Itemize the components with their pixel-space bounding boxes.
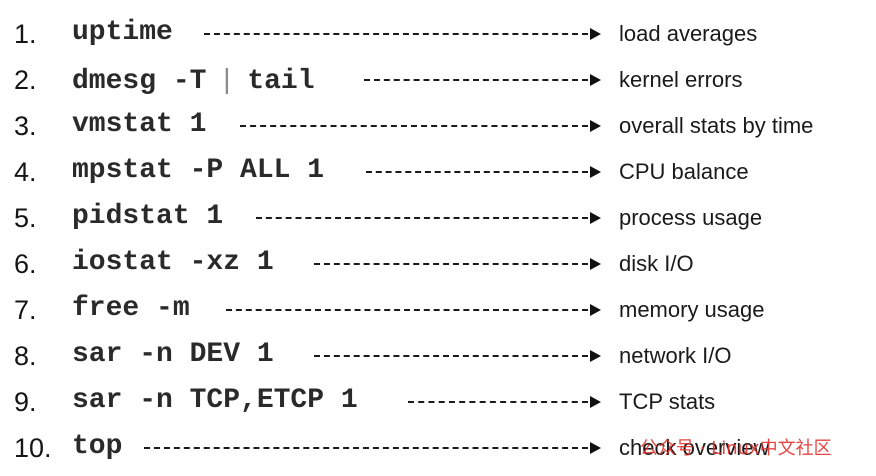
arrow-right-icon — [590, 304, 601, 316]
dashed-leader-line — [240, 125, 588, 127]
command-text: dmesg -T | tail — [72, 64, 315, 97]
command-text: free -m — [72, 293, 190, 324]
item-number: 9. — [14, 387, 37, 417]
arrow-right-icon — [590, 212, 601, 224]
dashed-leader-line — [366, 171, 588, 173]
command-text: top — [72, 431, 123, 462]
item-description: network I/O — [619, 343, 732, 368]
item-description: load averages — [619, 21, 758, 46]
arrow-right-icon — [590, 442, 601, 454]
list-item-vmstat: 3. vmstat 1 overall stats by time — [0, 107, 876, 153]
item-description: kernel errors — [619, 67, 743, 92]
list-item-top: 10. top check overview — [0, 429, 876, 475]
item-number: 7. — [14, 295, 37, 325]
command-text: vmstat 1 — [72, 109, 207, 140]
list-item-mpstat: 4. mpstat -P ALL 1 CPU balance — [0, 153, 876, 199]
item-number: 3. — [14, 111, 37, 141]
command-text: sar -n DEV 1 — [72, 339, 274, 370]
dashed-leader-line — [256, 217, 588, 219]
command-text: pidstat 1 — [72, 201, 224, 232]
item-number: 2. — [14, 65, 37, 95]
watermark-text: 公众号 · Linux中文社区 — [640, 438, 832, 459]
pipe-separator: | — [223, 63, 231, 94]
arrow-right-icon — [590, 120, 601, 132]
list-item-sar-dev: 8. sar -n DEV 1 network I/O — [0, 337, 876, 383]
arrow-right-icon — [590, 166, 601, 178]
command-text: sar -n TCP,ETCP 1 — [72, 385, 358, 416]
arrow-right-icon — [590, 74, 601, 86]
dashed-leader-line — [364, 79, 588, 81]
arrow-right-icon — [590, 28, 601, 40]
dashed-leader-line — [408, 401, 588, 403]
item-number: 10. — [14, 433, 52, 463]
item-number: 5. — [14, 203, 37, 233]
item-description: CPU balance — [619, 159, 749, 184]
arrow-right-icon — [590, 258, 601, 270]
item-number: 1. — [14, 19, 37, 49]
item-number: 8. — [14, 341, 37, 371]
item-number: 4. — [14, 157, 37, 187]
item-description: process usage — [619, 205, 763, 230]
item-description: disk I/O — [619, 251, 694, 276]
list-item-sar-tcp: 9. sar -n TCP,ETCP 1 TCP stats — [0, 383, 876, 429]
dashed-leader-line — [204, 33, 588, 35]
list-item-pidstat: 5. pidstat 1 process usage — [0, 199, 876, 245]
dashed-leader-line — [226, 309, 588, 311]
item-description: overall stats by time — [619, 113, 814, 138]
dashed-leader-line — [314, 263, 588, 265]
dashed-leader-line — [314, 355, 588, 357]
command-part: dmesg -T — [72, 66, 207, 97]
item-number: 6. — [14, 249, 37, 279]
list-item-free: 7. free -m memory usage — [0, 291, 876, 337]
command-text: uptime — [72, 17, 173, 48]
command-text: mpstat -P ALL 1 — [72, 155, 325, 186]
command-text: iostat -xz 1 — [72, 247, 274, 278]
arrow-right-icon — [590, 350, 601, 362]
item-description: check overview — [619, 435, 770, 460]
arrow-right-icon — [590, 396, 601, 408]
list-item-dmesg: 2. dmesg -T | tail kernel errors — [0, 61, 876, 107]
dashed-leader-line — [144, 447, 588, 449]
command-part: tail — [247, 66, 315, 97]
list-item-iostat: 6. iostat -xz 1 disk I/O — [0, 245, 876, 291]
list-item-uptime: 1. uptime load averages — [0, 15, 876, 61]
item-description: TCP stats — [619, 389, 716, 414]
item-description: memory usage — [619, 297, 765, 322]
